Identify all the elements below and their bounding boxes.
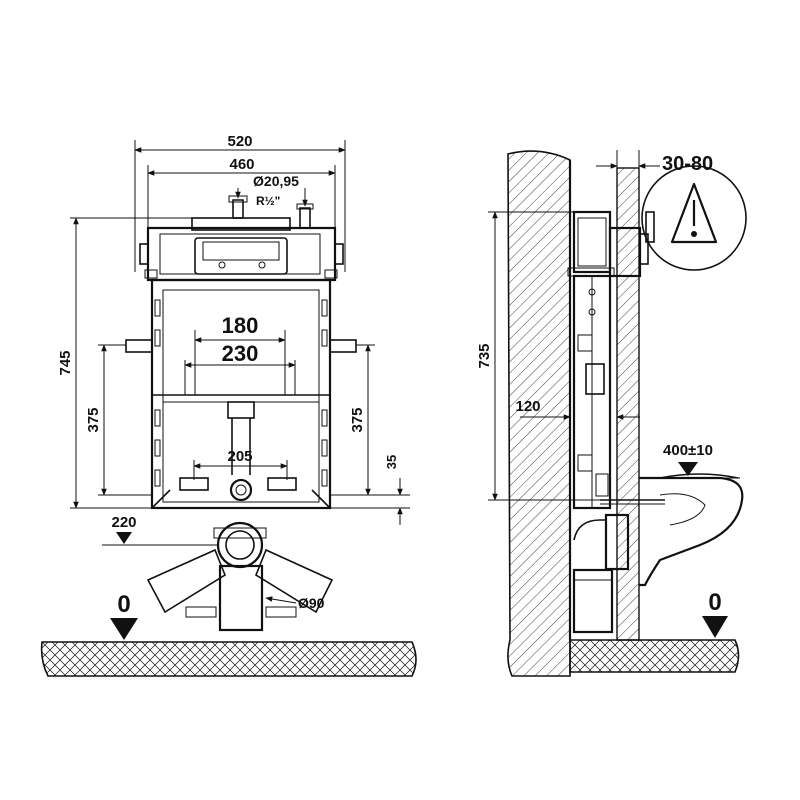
side-bowl-level-marker	[678, 462, 698, 476]
front-floor-level-marker	[110, 618, 138, 640]
side-wall	[507, 150, 572, 677]
front-floor-slab	[40, 641, 417, 677]
dim-180: 180	[222, 313, 259, 338]
front-cistern	[139, 195, 344, 282]
side-floor-level-label: 0	[708, 589, 721, 616]
side-toilet-bowl	[639, 473, 744, 587]
side-floor-level-marker	[702, 616, 728, 638]
dim-400: 400±10	[663, 442, 713, 459]
front-outlet-bend	[146, 521, 334, 632]
dim-520: 520	[227, 133, 252, 150]
dim-30-80: 30-80	[662, 153, 713, 175]
side-detail-callout	[641, 165, 747, 271]
dim-outlet-diameter: Ø90	[298, 595, 325, 611]
side-module	[567, 210, 665, 634]
dim-35: 35	[384, 455, 399, 469]
front-dimensions	[70, 140, 410, 604]
dim-735: 735	[476, 343, 493, 368]
dim-460: 460	[229, 156, 254, 173]
dim-230: 230	[222, 341, 259, 366]
side-floor-slab	[569, 639, 740, 673]
front-floor-level-label: 0	[117, 591, 130, 618]
side-view: 30-80 735 120 400±10 0	[476, 150, 747, 677]
dim-inlet-diameter: Ø20,95	[253, 173, 299, 189]
dim-220: 220	[111, 514, 136, 531]
front-level-220-marker	[116, 532, 132, 544]
dim-120: 120	[515, 398, 540, 415]
dim-745: 745	[57, 350, 74, 375]
dim-375-right: 375	[349, 407, 366, 432]
dim-375-left: 375	[85, 407, 102, 432]
front-drain-pipe	[151, 401, 331, 509]
front-view: 520 460 Ø20,95 R½" 745 375 375 180 230 2…	[40, 133, 417, 677]
dim-205: 205	[227, 448, 252, 465]
dim-inlet-thread: R½"	[256, 194, 280, 208]
side-dimensions	[488, 150, 740, 501]
